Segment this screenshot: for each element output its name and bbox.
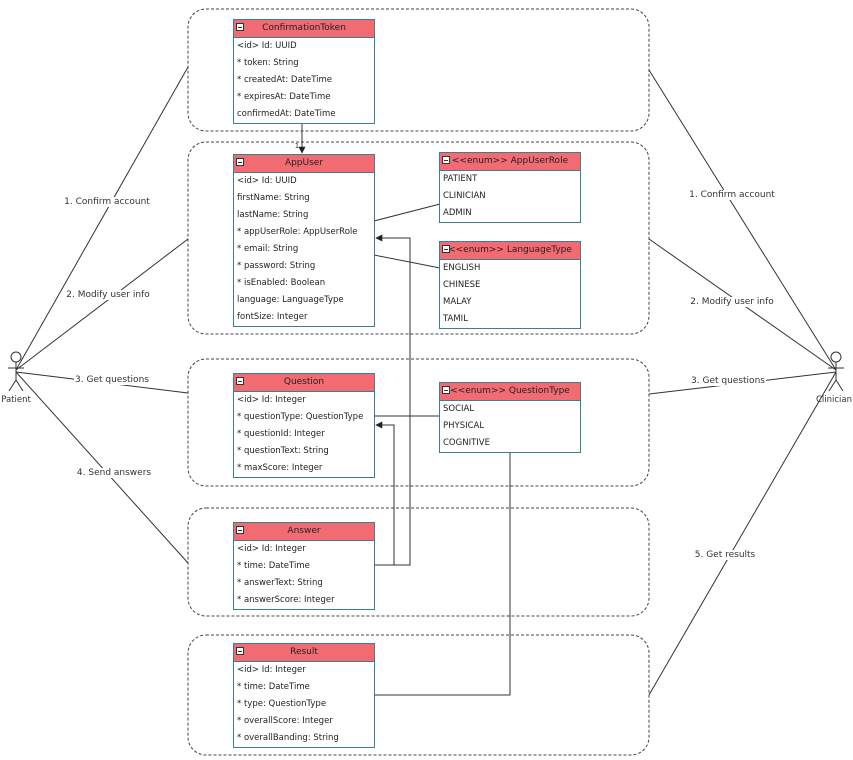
edge-label-clinician-results: 5. Get results: [693, 550, 757, 560]
collapse-icon[interactable]: [442, 386, 450, 394]
entity-title: Answer: [287, 526, 321, 536]
entity-question-type[interactable]: <<enum>> QuestionType SOCIAL PHYSICAL CO…: [439, 382, 581, 453]
clinician-actor-icon: [828, 351, 844, 392]
entity-field: MALAY: [443, 297, 472, 307]
entity-field: <id> Id: Integer: [237, 395, 306, 405]
entity-language-type[interactable]: <<enum>> LanguageType ENGLISH CHINESE MA…: [439, 241, 581, 329]
entity-question[interactable]: Question <id> Id: Integer * questionType…: [233, 373, 375, 478]
entity-title: <<enum>> AppUserRole: [451, 156, 569, 166]
entity-header: Result: [234, 644, 374, 662]
edge-label-clinician-confirm: 1. Confirm account: [688, 190, 776, 200]
entity-header: <<enum>> QuestionType: [440, 383, 580, 401]
entity-field: <id> Id: Integer: [237, 544, 306, 554]
entity-header: <<enum>> LanguageType: [440, 242, 580, 260]
edge-user-role: [373, 203, 441, 222]
entity-field: language: LanguageType: [237, 295, 344, 305]
collapse-icon[interactable]: [236, 526, 244, 534]
entity-answer[interactable]: Answer <id> Id: Integer * time: DateTime…: [233, 522, 375, 610]
entity-field: * answerText: String: [237, 578, 323, 588]
entity-field: * createdAt: DateTime: [237, 75, 333, 85]
group-answer: [187, 507, 650, 617]
entity-field: firstName: String: [237, 193, 310, 203]
patient-actor-icon: [8, 351, 24, 392]
entity-field: * questionType: QuestionType: [237, 412, 364, 422]
edge-patient-confirm: [15, 66, 189, 371]
entity-field: * isEnabled: Boolean: [237, 278, 326, 288]
collapse-icon[interactable]: [236, 647, 244, 655]
edge-label-patient-answers: 4. Send answers: [75, 468, 153, 478]
edge-patient-answers: [15, 371, 189, 564]
entity-title: Question: [283, 377, 325, 387]
collapse-icon[interactable]: [236, 158, 244, 166]
entity-field: * maxScore: Integer: [237, 463, 323, 473]
entity-field: CLINICIAN: [443, 191, 486, 201]
entity-header: AppUser: [234, 155, 374, 173]
patient-label: Patient: [1, 395, 31, 405]
entity-title: ConfirmationToken: [262, 23, 346, 33]
edge-label-clinician-questions: 3. Get questions: [690, 376, 766, 386]
entity-result[interactable]: Result <id> Id: Integer * time: DateTime…: [233, 643, 375, 748]
edge-label-clinician-modify: 2. Modify user info: [689, 297, 775, 307]
group-question: [187, 358, 650, 487]
entity-field: <id> Id: UUID: [237, 41, 297, 51]
entity-field: PATIENT: [443, 174, 478, 184]
entity-field: * email: String: [237, 244, 299, 254]
entity-confirmation-token[interactable]: ConfirmationToken <id> Id: UUID * token:…: [233, 19, 375, 124]
edge-clinician-results: [648, 371, 837, 696]
entity-header: Question: [234, 374, 374, 392]
entity-title: Result: [290, 647, 318, 657]
edge-answer-to-question: [374, 421, 395, 566]
entity-field: * overallBanding: String: [237, 733, 339, 743]
collapse-icon[interactable]: [442, 156, 450, 164]
edge-label-token-mult: 1: [294, 142, 300, 150]
entity-title: AppUser: [284, 158, 324, 168]
collapse-icon[interactable]: [236, 23, 244, 31]
edge-clinician-confirm: [648, 69, 837, 371]
clinician-label: Clinician: [815, 395, 853, 405]
entity-field: * overallScore: Integer: [237, 716, 333, 726]
entity-header: ConfirmationToken: [234, 20, 374, 38]
edge-patient-modify: [15, 238, 189, 371]
entity-field: ENGLISH: [443, 263, 481, 273]
edge-label-patient-questions: 3. Get questions: [74, 375, 150, 385]
entity-header: Answer: [234, 523, 374, 541]
entity-field: * expiresAt: DateTime: [237, 92, 331, 102]
entity-field: ADMIN: [443, 208, 472, 218]
entity-app-user-role[interactable]: <<enum>> AppUserRole PATIENT CLINICIAN A…: [439, 152, 581, 223]
entity-field: <id> Id: UUID: [237, 176, 297, 186]
entity-field: * token: String: [237, 58, 299, 68]
collapse-icon[interactable]: [236, 377, 244, 385]
entity-field: TAMIL: [443, 314, 468, 324]
entity-field: * questionId: Integer: [237, 429, 325, 439]
collapse-icon[interactable]: [442, 245, 450, 253]
entity-field: lastName: String: [237, 210, 309, 220]
edge-result-type: [374, 450, 511, 696]
entity-field: confirmedAt: DateTime: [237, 109, 336, 119]
entity-field: CHINESE: [443, 280, 481, 290]
entity-title: <<enum>> QuestionType: [450, 386, 570, 396]
entity-field: * type: QuestionType: [237, 699, 327, 709]
entity-app-user[interactable]: AppUser <id> Id: UUID firstName: String …: [233, 154, 375, 327]
entity-field: SOCIAL: [443, 404, 475, 414]
entity-field: COGNITIVE: [443, 438, 490, 448]
edge-answer-to-user: [374, 234, 411, 566]
edge-user-language: [373, 254, 441, 269]
group-user: [187, 141, 650, 335]
entity-title: <<enum>> LanguageType: [448, 245, 572, 255]
entity-field: fontSize: Integer: [237, 312, 308, 322]
entity-field: * appUserRole: AppUserRole: [237, 227, 358, 237]
entity-field: * answerScore: Integer: [237, 595, 335, 605]
entity-field: * time: DateTime: [237, 682, 310, 692]
entity-field: * time: DateTime: [237, 561, 310, 571]
entity-field: * questionText: String: [237, 446, 329, 456]
edge-label-patient-confirm: 1. Confirm account: [63, 197, 151, 207]
entity-field: <id> Id: Integer: [237, 665, 306, 675]
edge-label-patient-modify: 2. Modify user info: [65, 290, 151, 300]
entity-field: * password: String: [237, 261, 316, 271]
entity-header: <<enum>> AppUserRole: [440, 153, 580, 171]
entity-field: PHYSICAL: [443, 421, 485, 431]
